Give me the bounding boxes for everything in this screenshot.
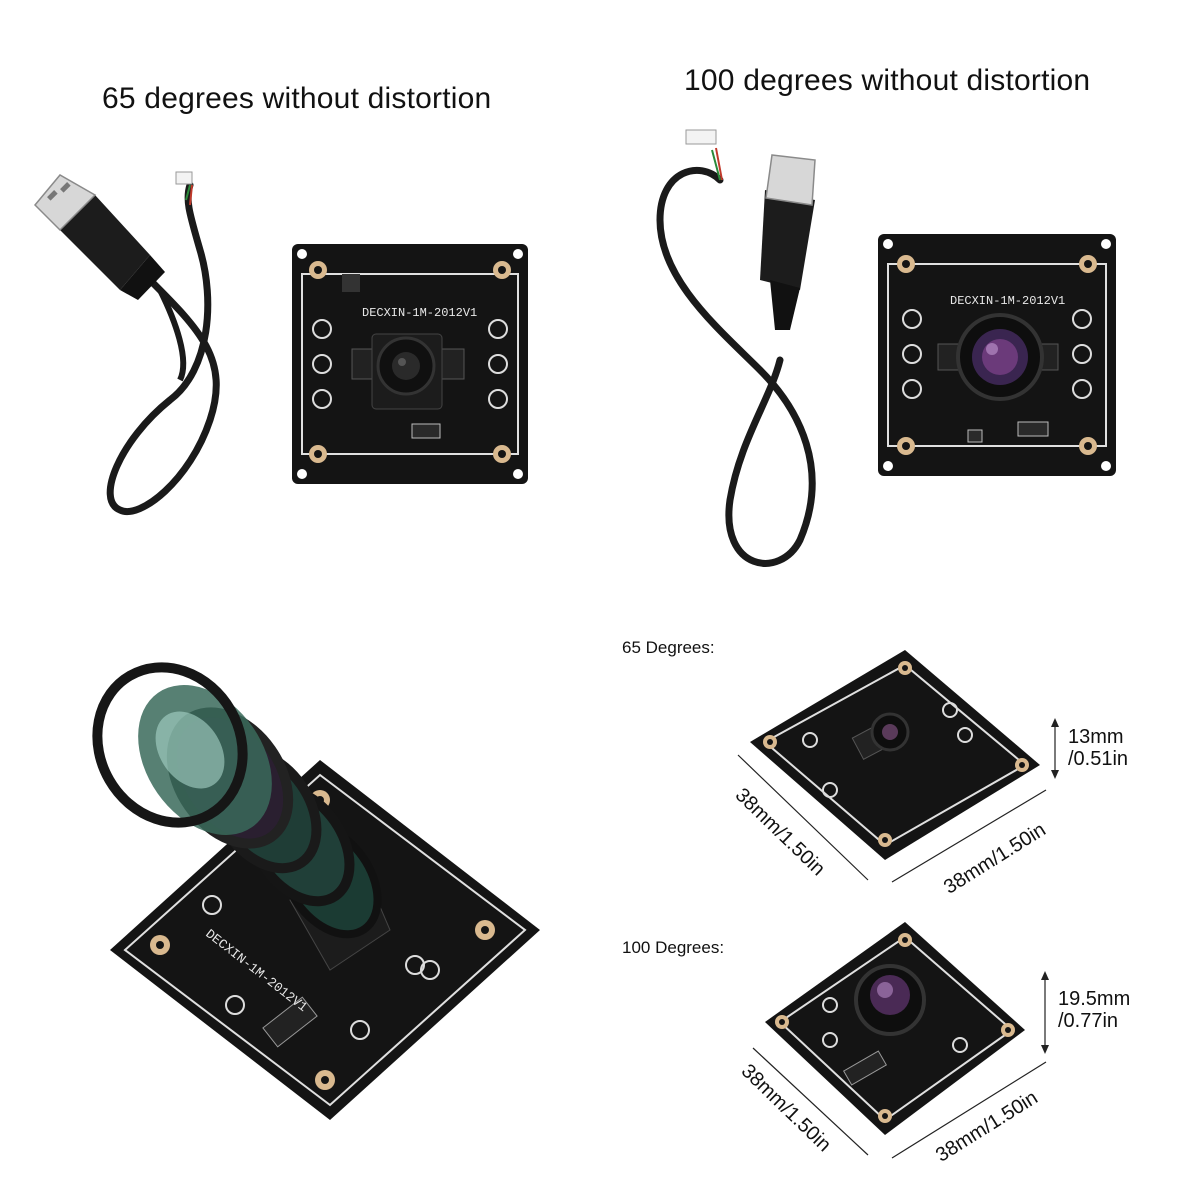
label-65-degrees: 65 Degrees:	[622, 638, 715, 657]
silkscreen-65-top: DECXIN-1M-2012V1	[362, 306, 477, 320]
silkscreen-100-top: DECXIN-1M-2012V1	[950, 294, 1065, 308]
pcb-dimension-100	[752, 922, 1049, 1159]
pcb-board-65-top: DECXIN-1M-2012V1	[292, 244, 528, 484]
title-100-degrees: 100 degrees without distortion	[684, 64, 1091, 97]
height-100: 19.5mm /0.77in	[1058, 988, 1131, 1032]
exploded-lens-view: DECXIN-1M-2012V1	[92, 662, 540, 1120]
side-left-100: 38mm/1.50in	[736, 1060, 836, 1157]
label-100-degrees: 100 Degrees:	[622, 938, 725, 957]
pcb-dimension-65	[737, 650, 1059, 883]
height-65: 13mm /0.51in	[1068, 726, 1129, 770]
side-left-65: 38mm/1.50in	[730, 784, 830, 881]
pcb-board-100-top: DECXIN-1M-2012V1	[878, 234, 1116, 476]
title-65-degrees: 65 degrees without distortion	[102, 82, 492, 115]
side-right-65: 38mm/1.50in	[940, 818, 1050, 899]
usb-cable-icon	[33, 171, 220, 515]
usb-cable-icon-right	[656, 129, 816, 567]
